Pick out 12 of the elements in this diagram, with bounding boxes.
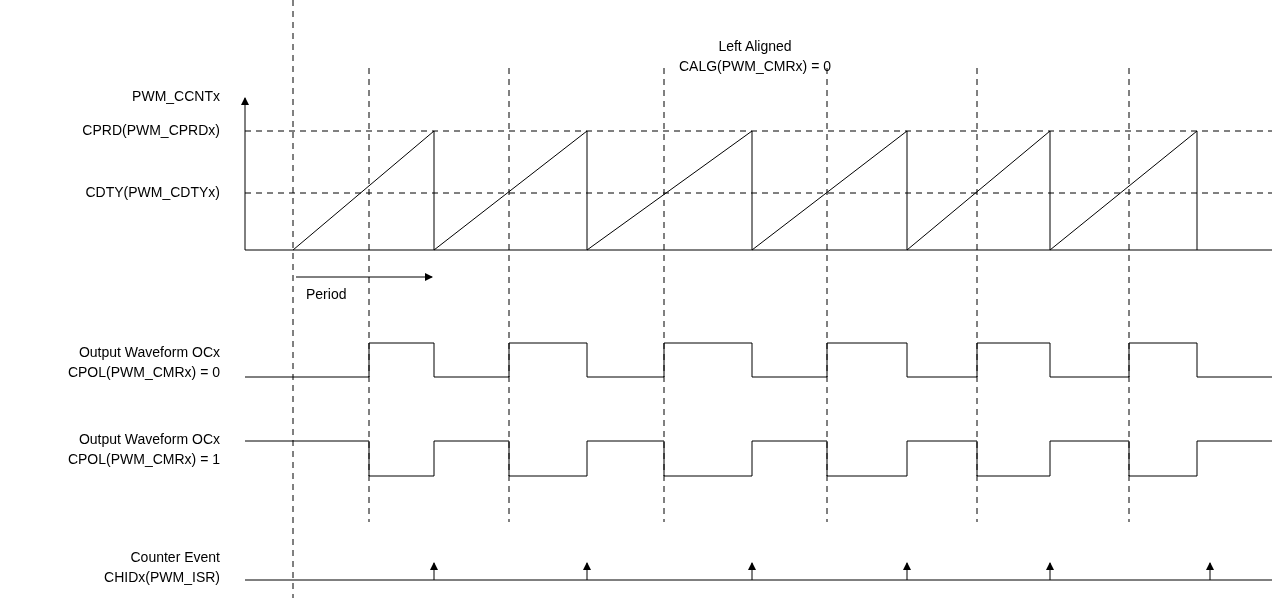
level-label: CDTY(PWM_CDTYx) <box>85 184 220 201</box>
signal-label: Output Waveform OCx <box>78 344 220 361</box>
heading-text: Left Aligned <box>717 38 793 55</box>
signal-label: Counter Event <box>130 549 220 566</box>
signal-label: CPOL(PWM_CMRx) = 1 <box>67 451 220 468</box>
heading-text: CALG(PWM_CMRx) = 0 <box>677 58 833 75</box>
signal-label: CPOL(PWM_CMRx) = 0 <box>67 364 220 381</box>
signal-label: CHIDx(PWM_ISR) <box>104 569 220 586</box>
signal-label: PWM_CCNTx <box>132 88 220 105</box>
level-label: CPRD(PWM_CPRDx) <box>82 122 220 139</box>
signal-label: Output Waveform OCx <box>78 431 220 448</box>
period-label: Period <box>306 286 347 303</box>
